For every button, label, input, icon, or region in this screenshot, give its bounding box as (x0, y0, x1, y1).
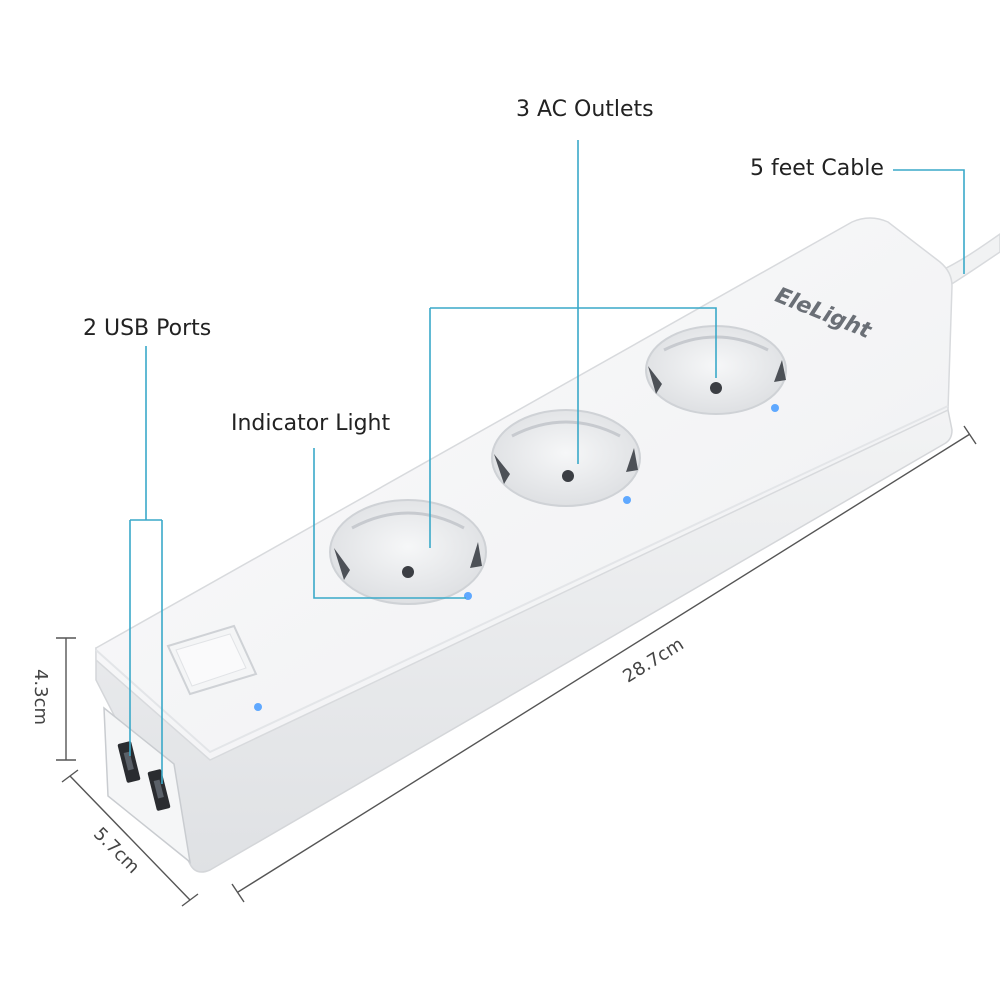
dimension-line-height (56, 637, 76, 761)
strip-top-edge (95, 405, 949, 754)
ac-outlets-label: 3 AC Outlets (516, 97, 654, 122)
dimension-line-width (61, 769, 199, 907)
usb-ports-label: 2 USB Ports (83, 316, 212, 341)
usb-port-1 (117, 741, 141, 783)
indicator-dot-2 (623, 496, 631, 504)
height-dimension-label: 4.3cm (30, 668, 52, 726)
callout-line-ac (429, 140, 717, 548)
callout-line-cable (893, 169, 965, 274)
dimension-line-length (231, 425, 977, 903)
callout-line-usb (129, 346, 163, 784)
cable-label: 5 feet Cable (750, 156, 884, 181)
ac-outlet-1 (329, 499, 487, 605)
indicator-dot-3 (771, 404, 779, 412)
power-cable (937, 233, 1000, 292)
power-switch (166, 624, 258, 696)
indicator-dot-switch (254, 703, 262, 711)
ac-outlet-2 (491, 409, 641, 507)
strip-front-face (95, 409, 953, 873)
indicator-light-label: Indicator Light (231, 411, 391, 436)
callout-line-indicator (313, 448, 466, 599)
usb-port-2 (147, 769, 171, 811)
